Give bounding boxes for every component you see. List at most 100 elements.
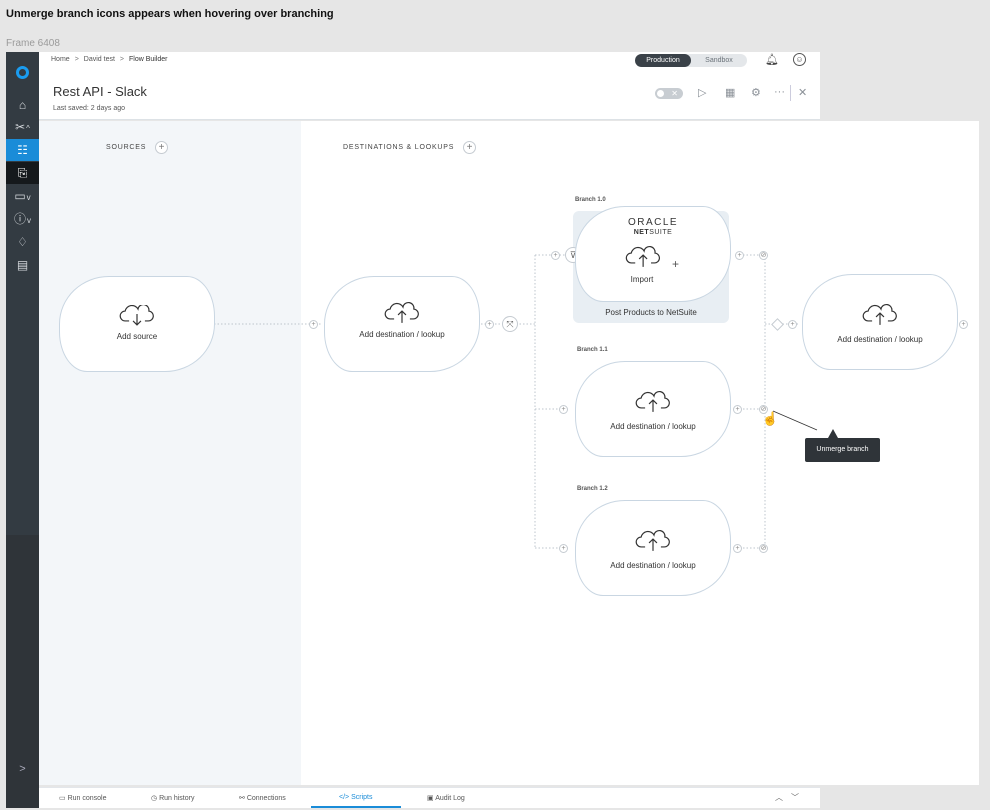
branch-icon[interactable]: ⤧ [502,316,518,332]
unmerge-branch-tooltip: Unmerge branch [805,438,880,462]
graduation-icon[interactable]: ♢ [17,235,28,249]
more-icon[interactable]: ··· [774,86,785,98]
last-saved-text: Last saved: 2 days ago [53,105,125,112]
sources-panel [39,121,301,785]
env-production-button[interactable]: Production [635,54,691,67]
import-node[interactable]: ORACLE NETSUITE + Import [575,206,731,302]
gear-icon[interactable]: ⚙ [751,87,761,99]
unmerge-branch-icon[interactable]: ⊘ [759,251,768,260]
history-icon: ◷ [151,795,160,802]
connector-plus[interactable]: + [959,320,968,329]
connector-plus[interactable]: + [551,251,560,260]
marketplace-icon[interactable]: ▤ [16,258,29,272]
breadcrumb-home[interactable]: Home [51,56,70,63]
window-icon[interactable]: ▭v [14,189,31,203]
node-label: Add destination / lookup [610,422,696,431]
cloud-download-icon [119,305,154,326]
environment-toggle[interactable]: Production Sandbox [635,54,747,67]
frame-label: Frame 6408 [6,38,60,49]
chevron-down-icon[interactable]: ﹀ [791,793,799,802]
add-destination-node-branch-1-1[interactable]: Add destination / lookup [575,361,731,457]
breadcrumb-project[interactable]: David test [83,56,115,63]
env-sandbox-button[interactable]: Sandbox [705,57,733,64]
connector-plus[interactable]: + [559,544,568,553]
cloud-upload-icon [862,303,897,325]
branch-label: Branch 1.1 [577,347,608,353]
step-caption: Post Products to NetSuite [605,308,697,317]
breadcrumb: Home > David test > Flow Builder [51,56,168,63]
cloud-upload-icon [635,529,670,551]
tab-label: Run history [159,795,195,802]
log-icon: ▣ [427,795,436,802]
hand-cursor-icon: ☝ [762,411,779,426]
help-icon[interactable]: ⓘv [13,212,31,226]
monitor-icon: ▭ [59,795,68,802]
tab-scripts[interactable]: </> Scripts [339,794,372,801]
unmerge-branch-icon[interactable]: ⊘ [759,544,768,553]
canvas-title: Unmerge branch icons appears when hoveri… [6,8,334,20]
bottom-tabs: ▭ Run console ◷ Run history ⚯ Connection… [39,787,820,808]
flow-enable-toggle[interactable]: ✕ [655,88,683,99]
add-destination-node-branch-1-2[interactable]: Add destination / lookup [575,500,731,596]
node-label: Add destination / lookup [610,561,696,570]
tab-run-console[interactable]: ▭ Run console [59,794,106,802]
breadcrumb-current: Flow Builder [129,56,168,63]
netsuite-logo-rest: SUITE [649,229,673,236]
home-icon[interactable]: ⌂ [18,98,27,112]
chevron-up-icon[interactable]: ︿ [775,793,783,802]
tab-label: Connections [246,795,286,802]
branch-label: Branch 1.0 [575,197,606,203]
add-destination-button[interactable]: + [463,141,476,154]
cloud-upload-icon [384,301,419,323]
logo-icon[interactable] [16,66,29,79]
tab-label: Run console [67,795,107,802]
connector-plus[interactable]: + [309,320,318,329]
connector-plus[interactable]: + [733,405,742,414]
calendar-icon[interactable]: ▦ [725,87,736,99]
add-destination-node-merged[interactable]: Add destination / lookup [802,274,958,370]
node-label: Add source [116,332,158,341]
branch-label: Branch 1.2 [577,486,608,492]
unmerge-branch-icon[interactable]: ⊘ [759,405,768,414]
connector-plus[interactable]: + [485,320,494,329]
page-title: Rest API - Slack [53,84,147,99]
tools-icon[interactable]: ✂^ [15,120,30,134]
add-source-button[interactable]: + [155,141,168,154]
connector-plus[interactable]: + [735,251,744,260]
header-divider [790,85,791,101]
expand-nav-icon[interactable]: > [19,763,26,775]
tab-run-history[interactable]: ◷ Run history [151,794,194,802]
connector-plus[interactable]: + [559,405,568,414]
link-icon: ⚯ [239,795,247,802]
tab-connections[interactable]: ⚯ Connections [239,794,286,802]
sources-heading: SOURCES [106,144,147,151]
tooltip-arrow [828,429,838,438]
connector-plus[interactable]: + [733,544,742,553]
add-source-node[interactable]: Add source [59,276,215,372]
active-tab-indicator [311,806,401,808]
breadcrumb-separator: > [119,56,124,63]
add-step-icon[interactable]: + [672,257,680,271]
tab-audit-log[interactable]: ▣ Audit Log [427,794,465,802]
flow-header: Rest API - Slack Last saved: 2 days ago … [39,70,820,120]
netsuite-logo: NETSUITE [576,229,730,236]
bell-icon[interactable]: 🔔︎ [765,54,779,66]
code-icon: </> [339,794,352,801]
breadcrumb-separator: > [74,56,79,63]
cloud-upload-icon [635,390,670,412]
flow-canvas: SOURCES + DESTINATIONS & LOOKUPS + Add s… [39,121,979,785]
left-nav-lower: > [6,535,39,808]
flow-builder-icon[interactable]: ☷ [6,139,39,161]
tab-label: Audit Log [435,795,465,802]
add-destination-node[interactable]: Add destination / lookup [324,276,480,372]
close-icon[interactable]: ✕ [798,87,808,99]
merge-diamond-icon[interactable] [771,318,784,331]
play-icon[interactable]: ▷ [698,87,707,99]
tab-label: Scripts [351,794,373,801]
node-label: Add destination / lookup [837,335,923,344]
netsuite-logo-bold: NET [633,229,650,236]
node-label: Add destination / lookup [359,330,445,339]
export-icon[interactable]: ⎘ [6,162,39,184]
connector-plus[interactable]: + [788,320,797,329]
user-icon[interactable]: ☺ [793,53,806,66]
